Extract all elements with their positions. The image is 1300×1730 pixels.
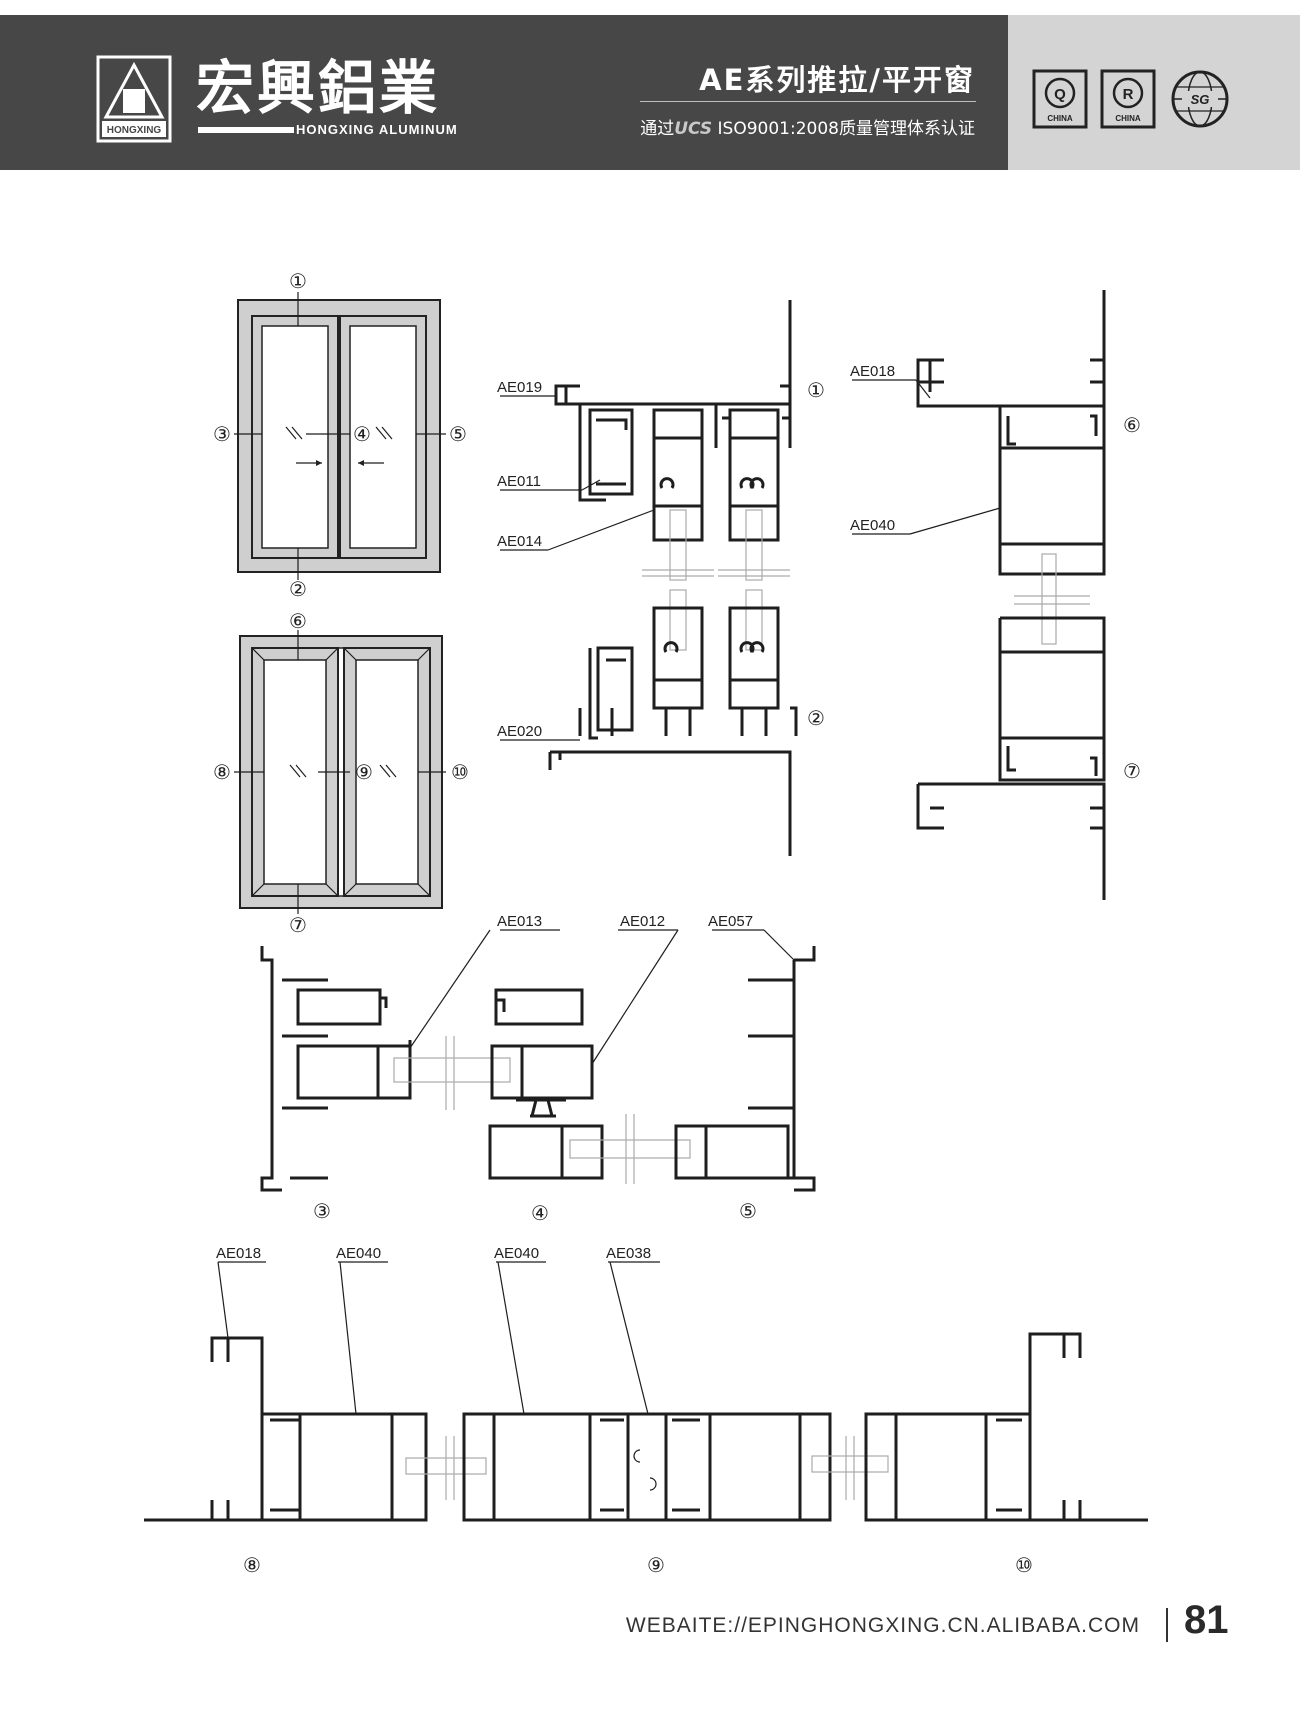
sliding-window-elevation <box>234 292 446 580</box>
marker-6-elevation: ⑥ <box>289 611 307 633</box>
brand-name-en: HONGXING ALUMINUM <box>296 122 458 137</box>
marker-8-section: ⑧ <box>243 1555 261 1577</box>
marker-2-section: ② <box>807 708 825 730</box>
header-divider <box>640 101 976 102</box>
leader-lines <box>217 379 1001 1415</box>
marker-7-section: ⑦ <box>1123 761 1141 783</box>
cert-prefix: 通过 <box>640 119 675 139</box>
label-ae012: AE012 <box>620 913 665 930</box>
page-header: HONGXING 宏興鋁業 HONGXING ALUMINUM AE系列推拉/平… <box>0 15 1300 170</box>
marker-4-elevation: ④ <box>353 424 371 446</box>
marker-9-section: ⑨ <box>647 1555 665 1577</box>
label-ae013: AE013 <box>497 913 542 930</box>
brand-name-cn: 宏興鋁業 <box>196 54 441 122</box>
label-ae040-bottom-b: AE040 <box>494 1245 539 1262</box>
certification-line: 通过UCS ISO9001:2008质量管理体系认证 <box>640 114 975 139</box>
badge-r-caption: CHINA <box>1115 114 1141 123</box>
label-ae019: AE019 <box>497 379 542 396</box>
label-ae018-top: AE018 <box>850 363 895 380</box>
label-ae011: AE011 <box>497 473 541 490</box>
marker-10-section: ⑩ <box>1015 1555 1033 1577</box>
label-ae038: AE038 <box>606 1245 651 1262</box>
footer-url: WEBAITE://EPINGHONGXING.CN.ALIBABA.COM <box>625 1614 1140 1637</box>
brand-underline <box>198 127 294 133</box>
label-ae018-bottom: AE018 <box>216 1245 261 1262</box>
badge-sg-letter: SG <box>1191 92 1210 107</box>
marker-1-elevation: ① <box>289 271 307 293</box>
casement-horizontal-section <box>144 1332 1148 1522</box>
badge-r-letter: R <box>1123 86 1134 103</box>
logo-text: HONGXING <box>107 125 162 136</box>
certification-badges: Q CHINA R CHINA SG <box>1032 69 1229 129</box>
q-china-badge-icon: Q CHINA <box>1032 69 1088 129</box>
header-dark-band <box>0 15 1008 170</box>
marker-8-elevation: ⑧ <box>213 762 231 784</box>
label-ae014: AE014 <box>497 533 542 550</box>
sliding-vertical-section <box>548 300 798 856</box>
cert-text: ISO9001:2008质量管理体系认证 <box>717 119 975 139</box>
label-ae020: AE020 <box>497 723 542 740</box>
label-ae040-top: AE040 <box>850 517 895 534</box>
marker-4-section: ④ <box>531 1203 549 1225</box>
casement-vertical-section <box>916 290 1106 900</box>
series-title: AE系列推拉/平开窗 <box>699 63 975 97</box>
sliding-horizontal-section <box>260 946 816 1192</box>
casement-window-elevation <box>234 630 446 914</box>
marker-5-elevation: ⑤ <box>449 424 467 446</box>
marker-1-section: ① <box>807 380 825 402</box>
r-china-badge-icon: R CHINA <box>1100 69 1156 129</box>
page-number: 81 <box>1184 1598 1229 1642</box>
technical-drawing: .prof { fill:none; stroke:#1e1e1e; strok… <box>144 271 1148 1577</box>
hongxing-logo-icon: HONGXING <box>96 55 172 143</box>
badge-q-letter: Q <box>1054 86 1066 103</box>
label-ae040-bottom-a: AE040 <box>336 1245 381 1262</box>
marker-6-section: ⑥ <box>1123 415 1141 437</box>
label-ae057: AE057 <box>708 913 753 930</box>
marker-2-elevation: ② <box>289 579 307 601</box>
marker-10-elevation: ⑩ <box>451 762 469 784</box>
marker-9-elevation: ⑨ <box>355 762 373 784</box>
sg-globe-badge-icon: SG <box>1171 70 1229 128</box>
marker-3-elevation: ③ <box>213 424 231 446</box>
footer-divider <box>1166 1608 1168 1642</box>
marker-5-section: ⑤ <box>739 1201 757 1223</box>
marker-7-elevation: ⑦ <box>289 915 307 937</box>
badge-q-caption: CHINA <box>1047 114 1073 123</box>
marker-3-section: ③ <box>313 1201 331 1223</box>
ucs-mark: UCS <box>674 119 713 139</box>
